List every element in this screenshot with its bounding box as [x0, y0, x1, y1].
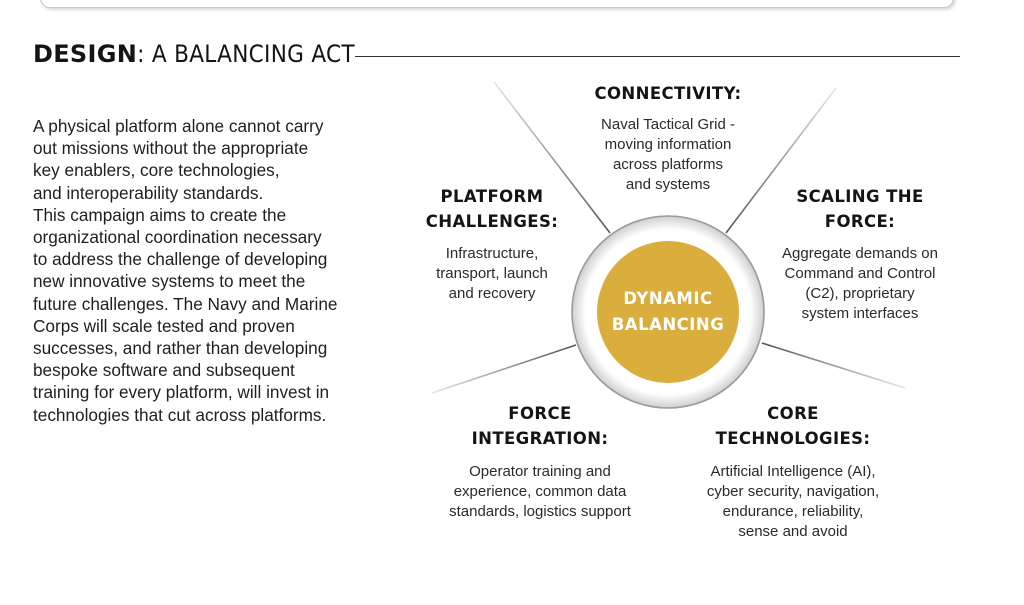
- hub-label: DYNAMIC BALANCING: [598, 286, 738, 338]
- title-line: CORE: [767, 404, 819, 423]
- hub-label-line: DYNAMIC: [623, 289, 713, 308]
- title-line: FORCE:: [824, 212, 896, 231]
- desc-line: Aggregate demands on: [782, 245, 938, 262]
- desc-line: moving information: [604, 136, 732, 153]
- desc-line: Artificial Intelligence (AI),: [710, 463, 876, 480]
- connectivity-description: Naval Tactical Grid - moving information…: [558, 115, 778, 195]
- spoke-left: [431, 344, 577, 394]
- intro-paragraph-1: A physical platform alone cannot carry o…: [33, 115, 363, 204]
- title-line: TECHNOLOGIES:: [715, 429, 871, 448]
- intro-line: future challenges. The Navy and Marine: [33, 293, 338, 314]
- intro-line: successes, and rather than developing: [33, 338, 328, 359]
- desc-line: transport, launch: [436, 265, 548, 282]
- intro-line: new innovative systems to meet the: [33, 271, 306, 292]
- connectivity-title: CONNECTIVITY:: [558, 81, 778, 106]
- desc-line: (C2), proprietary: [805, 285, 915, 302]
- desc-line: experience, common data: [453, 483, 627, 500]
- heading-rest: : A BALANCING ACT: [137, 40, 355, 68]
- intro-line: organizational coordination necessary: [33, 227, 322, 248]
- spoke-upper-right: [725, 87, 837, 234]
- desc-line: Operator training and: [469, 463, 611, 480]
- intro-line: out missions without the appropriate: [33, 138, 309, 159]
- intro-line: to address the challenge of developing: [33, 249, 328, 270]
- intro-line: training for every platform, will invest…: [33, 382, 330, 403]
- desc-line: across platforms: [612, 156, 724, 173]
- intro-line: technologies that cut across platforms.: [33, 404, 327, 425]
- title-line: SCALING THE: [796, 187, 924, 206]
- intro-line: and interoperability standards.: [33, 182, 264, 203]
- scaling-the-force-title: SCALING THE FORCE:: [760, 184, 960, 234]
- spoke-right: [761, 342, 906, 389]
- scaling-the-force-description: Aggregate demands on Command and Control…: [760, 244, 960, 324]
- desc-line: endurance, reliability,: [722, 503, 864, 520]
- hub-circle: [597, 241, 739, 383]
- intro-paragraph-2: This campaign aims to create the organiz…: [33, 204, 363, 426]
- title-line: CHALLENGES:: [425, 212, 559, 231]
- core-technologies-title: CORE TECHNOLOGIES:: [683, 401, 903, 451]
- desc-line: and systems: [625, 176, 711, 193]
- intro-line: A physical platform alone cannot carry: [33, 116, 324, 136]
- desc-line: Command and Control: [784, 265, 936, 282]
- title-line: INTEGRATION:: [471, 429, 609, 448]
- platform-challenges-description: Infrastructure, transport, launch and re…: [402, 244, 582, 304]
- desc-line: system interfaces: [801, 305, 919, 322]
- platform-challenges-title: PLATFORM CHALLENGES:: [402, 184, 582, 234]
- force-integration-description: Operator training and experience, common…: [420, 462, 660, 522]
- desc-line: Infrastructure,: [445, 245, 539, 262]
- desc-line: cyber security, navigation,: [706, 483, 880, 500]
- intro-line: key enablers, core technologies,: [33, 160, 280, 181]
- title-line: CONNECTIVITY:: [594, 84, 742, 103]
- intro-line: bespoke software and subsequent: [33, 360, 295, 381]
- spoke-upper-left: [493, 81, 611, 234]
- intro-line: This campaign aims to create the: [33, 204, 287, 225]
- desc-line: Naval Tactical Grid -: [601, 116, 735, 133]
- force-integration-title: FORCE INTEGRATION:: [430, 401, 650, 451]
- hub-label-line: BALANCING: [611, 315, 725, 334]
- intro-text: A physical platform alone cannot carry o…: [33, 115, 363, 426]
- heading-rule: [355, 56, 960, 57]
- desc-line: sense and avoid: [738, 523, 848, 540]
- core-technologies-description: Artificial Intelligence (AI), cyber secu…: [683, 462, 903, 542]
- intro-line: Corps will scale tested and proven: [33, 315, 295, 336]
- title-line: FORCE: [508, 404, 572, 423]
- title-line: PLATFORM: [440, 187, 544, 206]
- page-heading: DESIGN: A BALANCING ACT: [33, 40, 355, 68]
- heading-strong: DESIGN: [33, 40, 138, 68]
- desc-line: standards, logistics support: [449, 503, 631, 520]
- desc-line: and recovery: [448, 285, 536, 302]
